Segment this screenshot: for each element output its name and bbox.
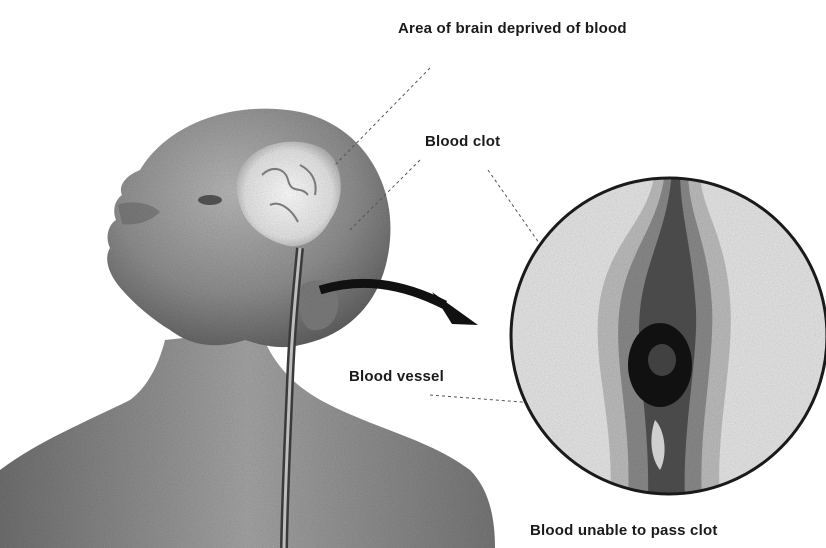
label-blood-unable: Blood unable to pass clot — [530, 522, 718, 539]
label-blood-clot: Blood clot — [425, 133, 500, 150]
leader-area — [335, 68, 430, 165]
head-shape — [107, 109, 390, 347]
label-area-deprived: Area of brain deprived of blood — [398, 20, 627, 37]
shoulders-neck — [0, 330, 495, 548]
magnified-view — [511, 170, 826, 500]
label-blood-vessel: Blood vessel — [349, 368, 444, 385]
eye — [198, 195, 222, 205]
